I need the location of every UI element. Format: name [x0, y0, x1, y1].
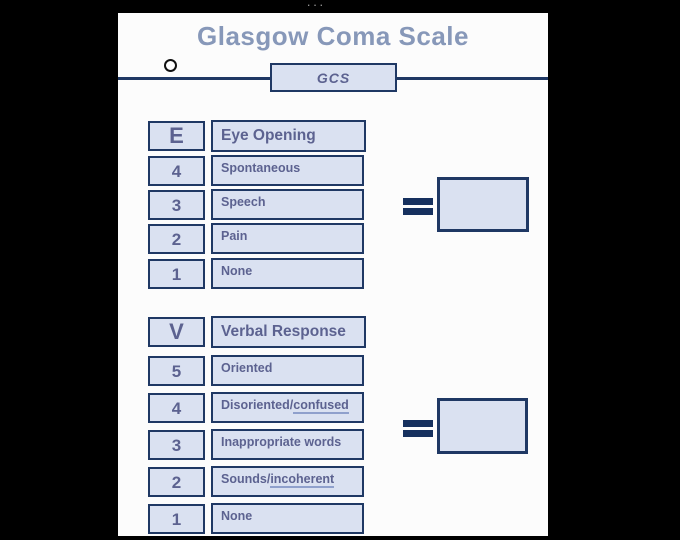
slide-page: Glasgow Coma Scale GCS E Eye Opening 4 S…	[118, 13, 548, 536]
score-value: 1	[171, 510, 182, 529]
answer-box-eye[interactable]	[437, 177, 529, 232]
score-value: 2	[171, 473, 182, 492]
circle-marker	[164, 59, 177, 72]
section-v-letter-box: V	[148, 317, 205, 347]
equals-icon-e	[403, 198, 433, 215]
score-value: 3	[171, 436, 182, 455]
score-box-e2: 2	[148, 224, 205, 254]
label-text: Inappropriate words	[221, 435, 342, 449]
score-box-v4: 4	[148, 393, 205, 423]
score-box-v1: 1	[148, 504, 205, 534]
label-box-e1: None	[211, 258, 364, 289]
section-e-header-box: Eye Opening	[211, 120, 366, 152]
score-value: 3	[171, 196, 182, 215]
score-value: 4	[171, 162, 182, 181]
label-text: None	[221, 509, 253, 523]
score-box-e3: 3	[148, 190, 205, 220]
score-value: 2	[171, 230, 182, 249]
label-box-v2: Sounds/incoherent	[211, 466, 364, 497]
label-text: Speech	[221, 195, 266, 209]
section-v-header-box: Verbal Response	[211, 316, 366, 348]
score-box-e4: 4	[148, 156, 205, 186]
gcs-label: GCS	[316, 69, 351, 86]
label-link[interactable]: confused	[293, 398, 349, 414]
label-box-v1: None	[211, 503, 364, 534]
label-box-v4: Disoriented/confused	[211, 392, 364, 423]
score-value: 5	[171, 362, 182, 381]
section-e-letter: E	[169, 123, 184, 148]
label-box-e4: Spontaneous	[211, 155, 364, 186]
answer-box-verbal[interactable]	[437, 398, 528, 454]
label-text: Sounds/	[221, 472, 271, 486]
score-box-v3: 3	[148, 430, 205, 460]
gcs-box: GCS	[270, 63, 397, 92]
label-text: Pain	[221, 229, 248, 243]
equals-bar	[403, 198, 433, 205]
section-e-header: Eye Opening	[221, 127, 316, 144]
score-value: 4	[171, 399, 182, 418]
score-box-v2: 2	[148, 467, 205, 497]
score-box-e1: 1	[148, 259, 205, 289]
label-text: Disoriented/	[221, 398, 294, 412]
label-text: Spontaneous	[221, 161, 301, 175]
label-box-e2: Pain	[211, 223, 364, 254]
label-link[interactable]: incoherent	[270, 472, 335, 488]
label-box-v5: Oriented	[211, 355, 364, 386]
score-value: 1	[171, 265, 182, 284]
page-title: Glasgow Coma Scale	[197, 21, 469, 51]
equals-bar	[403, 430, 433, 437]
label-box-e3: Speech	[211, 189, 364, 220]
equals-bar	[403, 420, 433, 427]
equals-icon-v	[403, 420, 433, 437]
score-box-v5: 5	[148, 356, 205, 386]
label-box-v3: Inappropriate words	[211, 429, 364, 460]
section-v-header: Verbal Response	[221, 323, 346, 340]
more-options-handle[interactable]: ···	[306, 0, 326, 12]
label-text: Oriented	[221, 361, 273, 375]
equals-bar	[403, 208, 433, 215]
section-v-letter: V	[169, 319, 184, 344]
label-text: None	[221, 264, 253, 278]
section-e-letter-box: E	[148, 121, 205, 151]
